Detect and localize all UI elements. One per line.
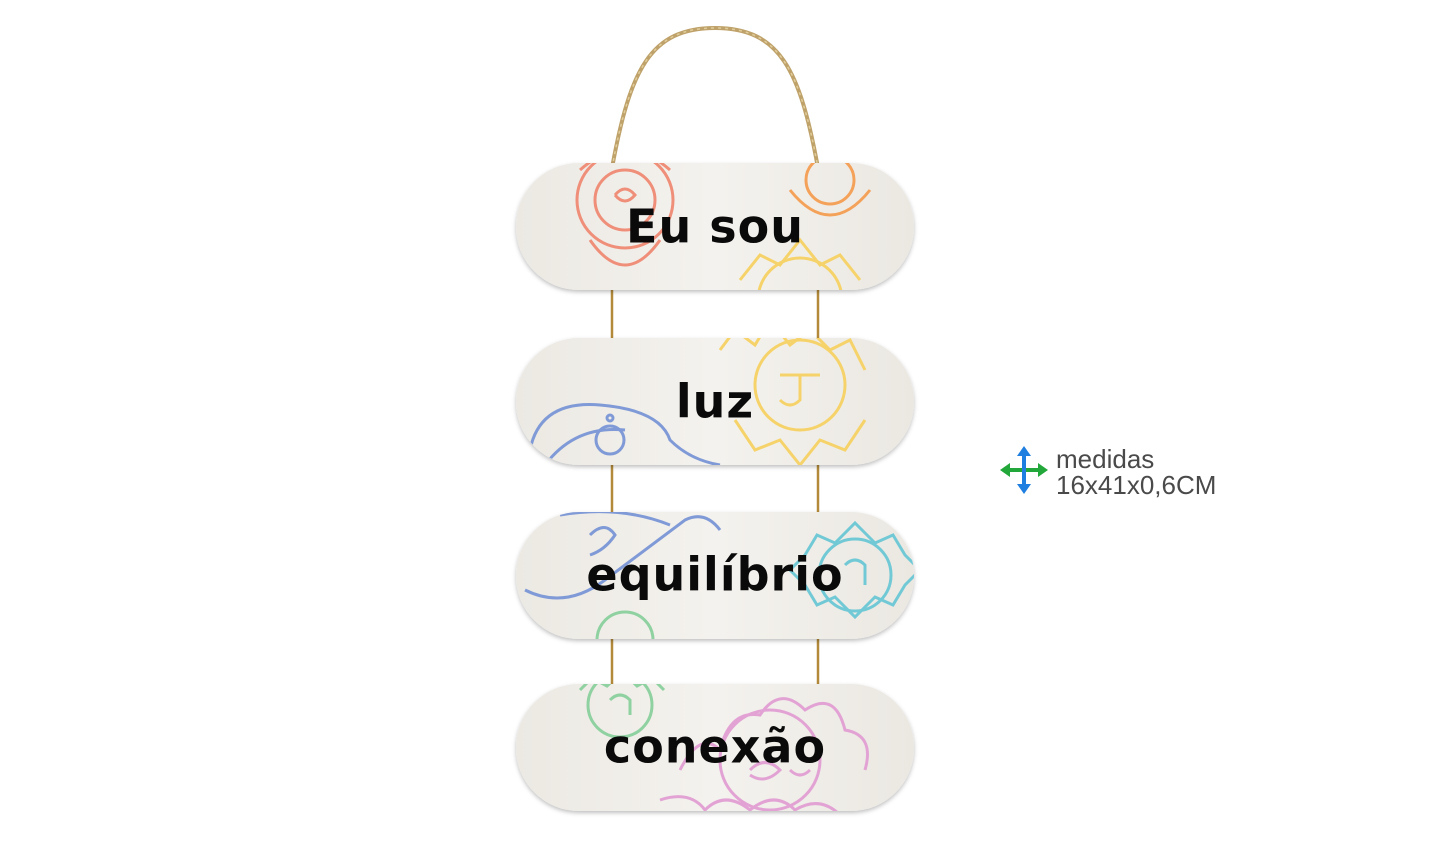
chakra-blue-icon: [524, 512, 722, 600]
chakra-blue-icon: [528, 403, 721, 465]
plaque-1-text: Eu sou: [626, 200, 804, 254]
dimensions-info: medidas 16x41x0,6CM: [1000, 446, 1216, 498]
chakra-red-icon: [575, 163, 675, 267]
dimensions-value: 16x41x0,6CM: [1056, 470, 1217, 500]
chakra-teal-icon: [787, 520, 914, 620]
chakra-orange-icon: [788, 163, 872, 217]
dimensions-label: medidas: [1056, 444, 1155, 474]
plaque-3: equilíbrio: [516, 512, 914, 639]
four-way-arrows-icon: [1000, 446, 1048, 494]
chakra-green-icon: [595, 610, 655, 639]
chakra-yellow-icon: [738, 237, 862, 290]
connecting-wires: [610, 288, 820, 686]
plaque-1: Eu sou: [516, 163, 914, 290]
plaque-3-text: equilíbrio: [586, 548, 843, 602]
plaque-2-text: luz: [676, 375, 754, 429]
chakra-green-icon: [578, 684, 666, 739]
chakra-yellow-icon: [718, 338, 867, 465]
plaque-2: luz: [516, 338, 914, 465]
dimensions-text: medidas 16x41x0,6CM: [1056, 446, 1216, 498]
plaque-4-text: conexão: [604, 720, 826, 774]
chakra-pink-icon: [659, 697, 869, 811]
hanging-rope: [610, 25, 820, 170]
plaque-4: conexão: [516, 684, 914, 811]
hanging-rope-highlight: [611, 27, 819, 169]
